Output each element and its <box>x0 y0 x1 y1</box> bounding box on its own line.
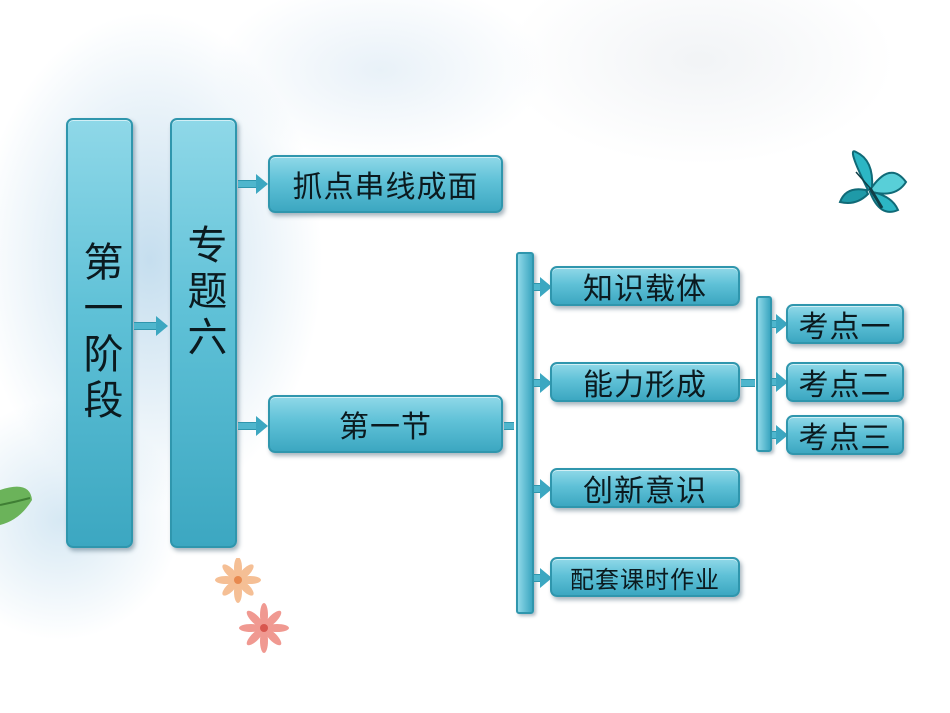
point-box[interactable]: 考点二 <box>786 362 904 403</box>
connector-line <box>238 180 258 188</box>
arrow-icon <box>540 373 552 393</box>
arrow-icon <box>776 314 788 334</box>
connector-line <box>772 320 778 328</box>
arrow-icon <box>776 425 788 445</box>
topic-label: 专题六 <box>180 224 227 362</box>
part-box[interactable]: 能力形成 <box>550 362 740 403</box>
point-label: 考点一 <box>798 310 892 345</box>
point-label: 考点二 <box>798 368 892 403</box>
part-label: 配套课时作业 <box>570 565 720 594</box>
branch-box[interactable]: 抓点串线成面 <box>268 155 503 213</box>
section-box[interactable]: 第一节 <box>268 395 503 453</box>
connector-line <box>534 574 542 582</box>
connector-line <box>534 283 542 291</box>
connector-line <box>238 422 258 430</box>
point-label: 考点三 <box>798 421 892 456</box>
connector-line <box>772 378 778 386</box>
bracket-bar <box>516 252 534 614</box>
branch-label: 抓点串线成面 <box>292 170 479 205</box>
point-box[interactable]: 考点一 <box>786 304 904 345</box>
part-label: 创新意识 <box>583 474 707 509</box>
leaf-icon <box>0 486 32 525</box>
part-box[interactable]: 配套课时作业 <box>550 557 740 597</box>
butterfly-icon <box>838 150 908 213</box>
bracket-bar <box>756 296 772 452</box>
point-box[interactable]: 考点三 <box>786 415 904 456</box>
connector-line <box>741 379 755 387</box>
arrow-icon <box>540 277 552 297</box>
stage-label: 第一阶段 <box>76 241 123 425</box>
part-label: 知识载体 <box>583 272 707 307</box>
flower-icon <box>215 558 289 653</box>
arrow-icon <box>540 568 552 588</box>
part-box[interactable]: 创新意识 <box>550 468 740 509</box>
section-label: 第一节 <box>339 410 432 445</box>
connector-line <box>534 379 542 387</box>
arrow-icon <box>256 416 268 436</box>
connector-line <box>134 322 158 330</box>
part-box[interactable]: 知识载体 <box>550 266 740 307</box>
connector-line <box>504 422 514 430</box>
arrow-icon <box>156 316 168 336</box>
stage-box[interactable]: 第一阶段 <box>66 118 133 548</box>
topic-box[interactable]: 专题六 <box>170 118 237 548</box>
part-label: 能力形成 <box>583 368 707 403</box>
arrow-icon <box>540 479 552 499</box>
arrow-icon <box>256 174 268 194</box>
connector-line <box>534 485 542 493</box>
connector-line <box>772 431 778 439</box>
arrow-icon <box>776 372 788 392</box>
